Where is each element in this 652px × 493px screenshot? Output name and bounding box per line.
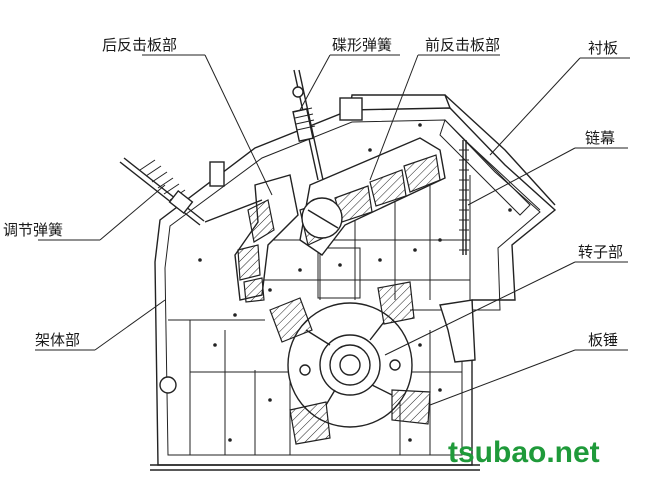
watermark: tsubao.net xyxy=(448,436,600,469)
disc-spring-assembly xyxy=(292,69,324,181)
rear-impact-plate xyxy=(204,174,299,303)
labels: 后反击板部 碟形弹簧 前反击板部 衬板 链幕 调节弹簧 转子部 架体部 板锤 xyxy=(3,36,623,349)
label-rear-impact-plate: 后反击板部 xyxy=(102,36,177,54)
leader-lines xyxy=(35,54,630,406)
chain-curtain xyxy=(459,140,469,255)
label-hammer: 板锤 xyxy=(588,331,618,349)
label-chain-curtain: 链幕 xyxy=(585,129,615,147)
label-liner: 衬板 xyxy=(588,39,618,57)
label-front-impact-plate: 前反击板部 xyxy=(425,36,500,54)
label-disc-spring: 碟形弹簧 xyxy=(332,36,392,54)
label-rotor: 转子部 xyxy=(578,243,623,261)
front-impact-plate xyxy=(299,137,446,256)
adjusting-spring-assembly xyxy=(119,157,205,226)
label-adjusting-spring: 调节弹簧 xyxy=(3,221,63,239)
rotor xyxy=(269,281,431,445)
bolt-holes xyxy=(198,123,512,442)
housing xyxy=(150,94,557,471)
label-frame: 架体部 xyxy=(35,331,80,349)
